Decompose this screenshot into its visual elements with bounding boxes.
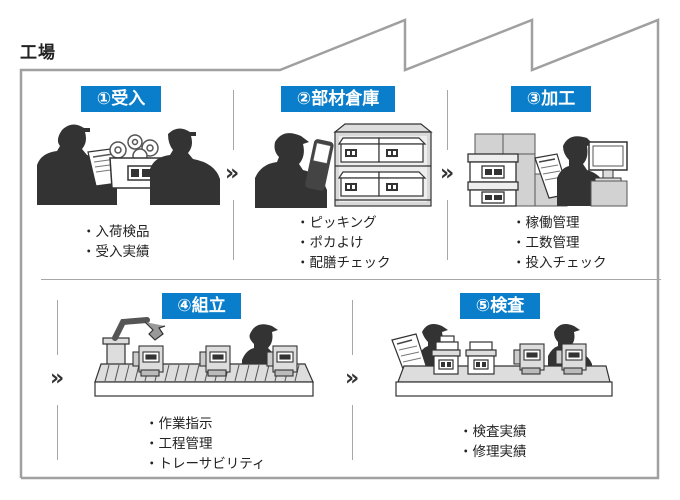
step-bullets: 稼働管理 工数管理 投入チェック xyxy=(512,213,607,273)
flow-arrow-icon: » xyxy=(50,366,65,391)
bullet-item: 受入実績 xyxy=(82,242,150,262)
step-bullets: 入荷検品 受入実績 xyxy=(82,222,150,262)
bullet-item: 配膳チェック xyxy=(296,253,391,273)
divider-vertical-1a xyxy=(233,90,234,150)
step-label: ②部材倉庫 xyxy=(281,86,395,112)
bullet-item: ポカよけ xyxy=(296,233,391,253)
step-label: ①受入 xyxy=(81,86,161,112)
two-workers-inspecting-parts-box-icon xyxy=(37,124,220,205)
bullet-item: ピッキング xyxy=(296,213,391,233)
inspection-bench-workers-icon xyxy=(391,324,613,397)
bullet-item: 検査実績 xyxy=(459,422,527,442)
factory-title: 工場 xyxy=(20,43,56,63)
step-label: ③加工 xyxy=(511,86,591,112)
bullet-item: 工程管理 xyxy=(145,434,265,454)
divider-vertical-1b xyxy=(233,200,234,260)
divider-vertical-3b xyxy=(57,405,58,460)
divider-vertical-2b xyxy=(447,200,448,260)
divider-vertical-4b xyxy=(352,405,353,460)
flow-arrow-icon: » xyxy=(225,161,240,186)
divider-vertical-2a xyxy=(447,90,448,150)
worker-at-machine-with-monitor-icon xyxy=(467,133,628,207)
divider-horizontal xyxy=(41,279,661,280)
flow-arrow-icon: » xyxy=(345,366,360,391)
divider-vertical-4a xyxy=(352,300,353,355)
bullet-item: 投入チェック xyxy=(512,253,607,273)
bullet-item: 入荷検品 xyxy=(82,222,150,242)
step-bullets: 検査実績 修理実績 xyxy=(459,422,527,462)
step-bullets: ピッキング ポカよけ 配膳チェック xyxy=(296,213,391,273)
bullet-item: 工数管理 xyxy=(512,233,607,253)
bullet-item: 作業指示 xyxy=(145,414,265,434)
step-bullets: 作業指示 工程管理 トレーサビリティ xyxy=(145,414,266,474)
bullet-item: 稼働管理 xyxy=(512,213,607,233)
step-label: ⑤検査 xyxy=(460,293,540,319)
step-label: ④組立 xyxy=(162,293,241,319)
robot-arm-conveyor-assembly-icon xyxy=(94,317,314,397)
worker-with-handheld-scanner-at-shelf-icon xyxy=(255,123,433,208)
flow-arrow-icon: » xyxy=(440,161,455,186)
bullet-item: 修理実績 xyxy=(459,442,527,462)
bullet-item: トレーサビリティ xyxy=(145,454,266,474)
divider-vertical-3a xyxy=(57,300,58,355)
